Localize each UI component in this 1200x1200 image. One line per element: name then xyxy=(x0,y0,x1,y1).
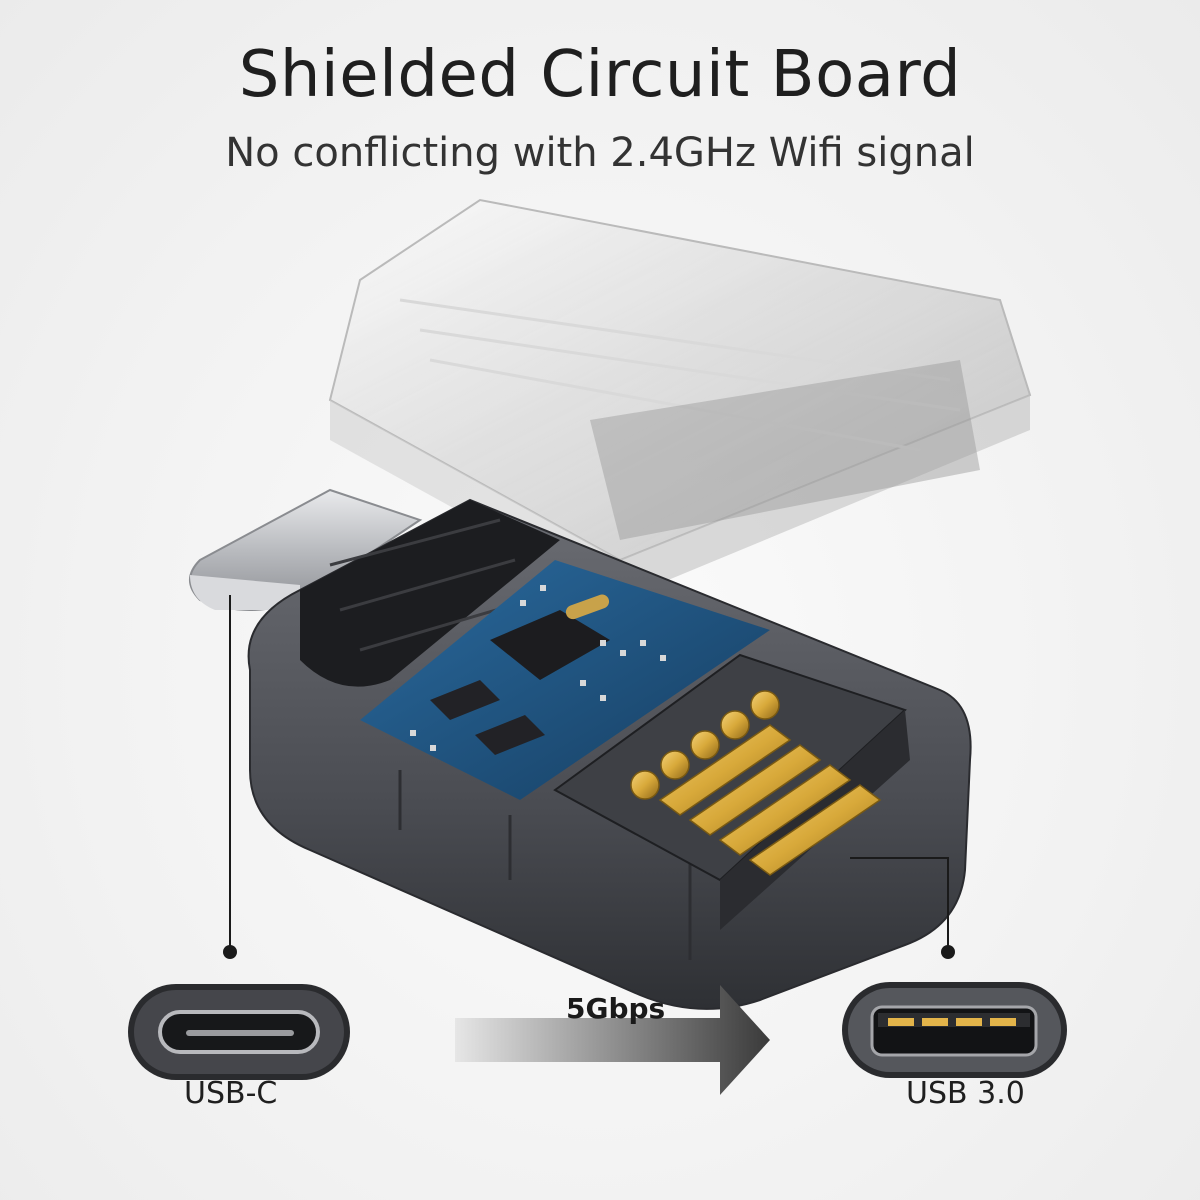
page-subtitle: No conflicting with 2.4GHz Wifi signal xyxy=(225,130,975,176)
transfer-speed-label: 5Gbps xyxy=(566,992,666,1025)
page-title: Shielded Circuit Board xyxy=(238,38,962,112)
usb-a-port-icon xyxy=(842,982,1067,1078)
transfer-arrow-icon xyxy=(455,985,770,1095)
usb-c-port-icon xyxy=(128,984,350,1080)
translucent-shell xyxy=(328,198,1032,600)
usb-3-label: USB 3.0 xyxy=(906,1076,1025,1111)
gold-pins xyxy=(630,690,882,876)
usb-c-label: USB-C xyxy=(184,1076,278,1111)
usbc-callout-dot xyxy=(223,945,237,959)
circuit-board xyxy=(360,560,770,800)
usb-a-port xyxy=(553,653,910,930)
usb-c-plug xyxy=(189,488,423,611)
usb3-callout-dot xyxy=(941,945,955,959)
usb3-callout-line xyxy=(850,857,949,948)
